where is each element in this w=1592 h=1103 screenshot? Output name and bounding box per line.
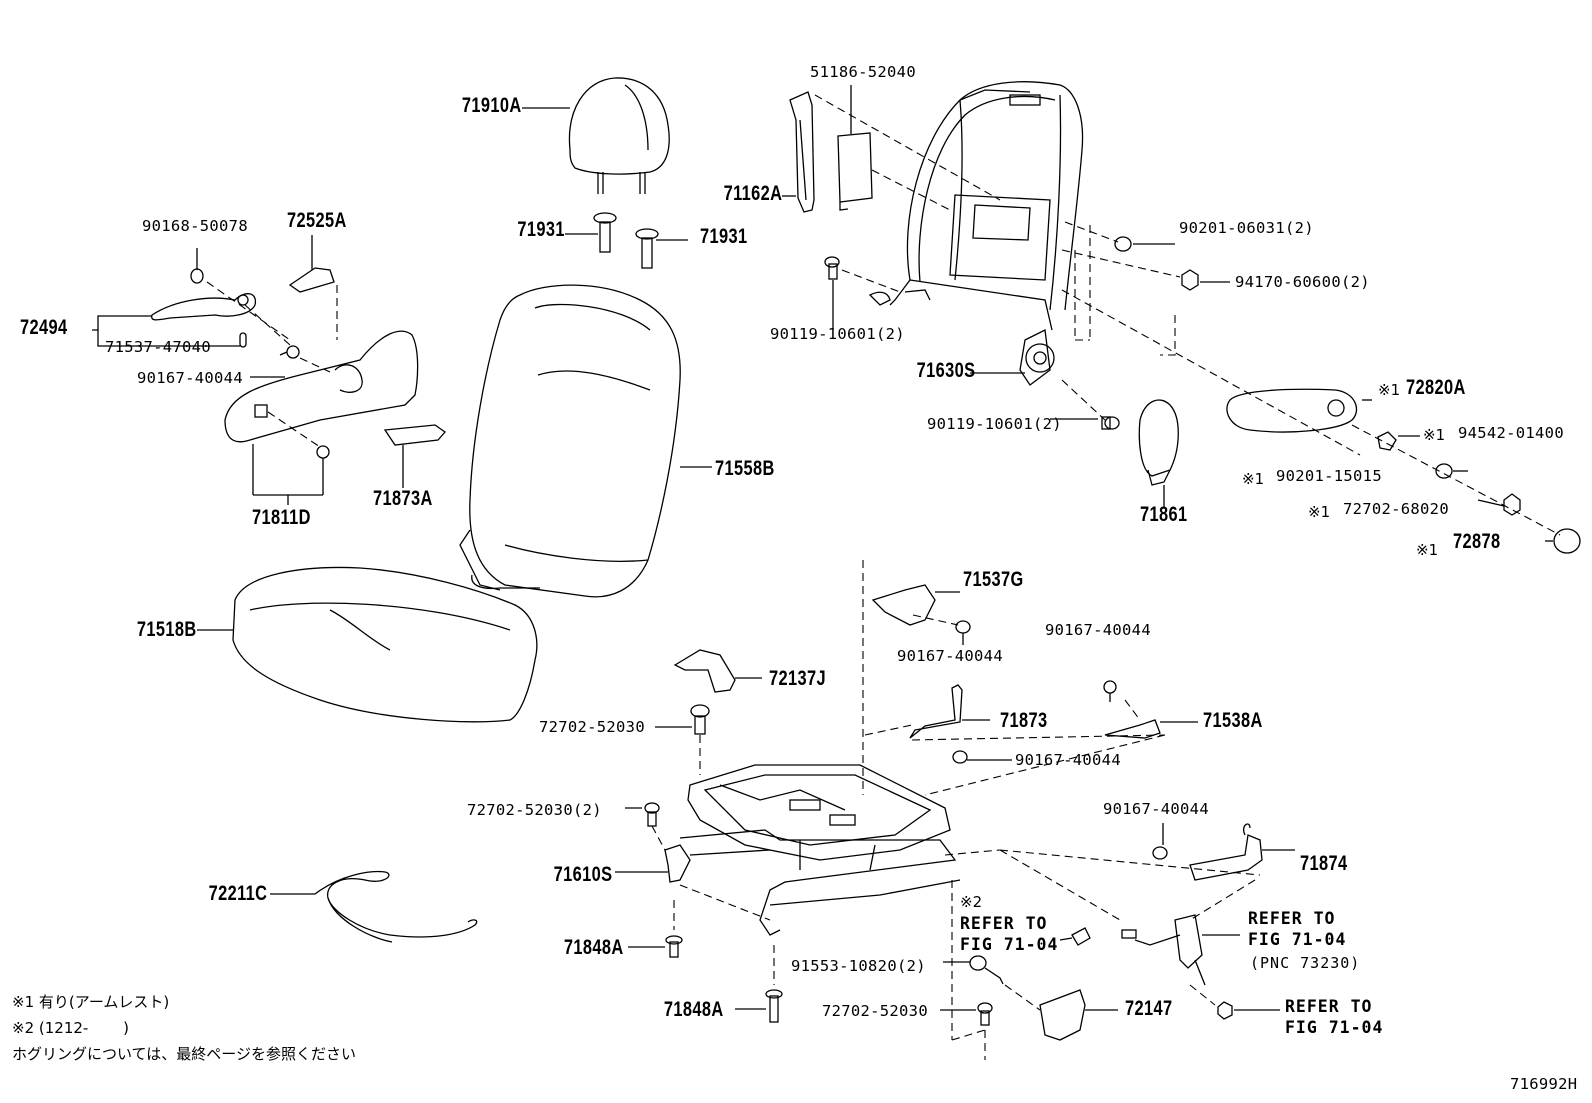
cushion-cover-drawing [197, 566, 538, 723]
footnote-3: ホグリングについては、最終ページを参照ください [12, 1045, 356, 1063]
refer-fig-71-04-belt-pnc: (PNC 73230) [1250, 954, 1361, 972]
label-71537G: 71537G [963, 568, 1024, 591]
label-71848A-upper: 71848A [564, 936, 624, 959]
label-72820A: 72820A [1406, 376, 1466, 399]
label-71861: 71861 [1140, 503, 1188, 526]
label-71931-left: 71931 [517, 218, 565, 241]
label-51186-52040: 51186-52040 [810, 63, 916, 81]
label-71630S: 71630S [916, 359, 975, 382]
label-94170-60600: 94170-60600(2) [1235, 273, 1370, 291]
refer-fig-71-04-right-line2: FIG 71-04 [1285, 1018, 1384, 1037]
label-71910A: 71910A [462, 94, 522, 117]
armrest-drawing [1226, 388, 1581, 554]
airbag-drawing [782, 85, 1001, 213]
headrest-guides-drawing [565, 212, 688, 269]
label-90167-40044-71874: 90167-40044 [1103, 800, 1209, 818]
recliner-knob-drawing [1138, 399, 1179, 508]
label-72137J: 72137J [769, 667, 827, 690]
refer-fig-71-04-left-line1: REFER TO [960, 914, 1048, 933]
refer-fig-71-04-belt-line2: FIG 71-04 [1248, 930, 1347, 949]
label-72702-52030-2: 72702-52030(2) [467, 801, 602, 819]
label-72702-52030-upper: 72702-52030 [539, 718, 645, 736]
label-72702-52030-lower: 72702-52030 [822, 1002, 928, 1020]
label-71537-47040: 71537-47040 [105, 338, 211, 356]
mark-1-72702: ※1 [1308, 503, 1331, 521]
label-72702-68020: 72702-68020 [1343, 500, 1449, 518]
label-71848A-lower: 71848A [664, 998, 724, 1021]
label-72525A: 72525A [287, 209, 347, 232]
refer-fig-71-04-left-line2: FIG 71-04 [960, 935, 1059, 954]
side-shield-drawing [92, 235, 446, 505]
headrest-drawing [522, 77, 670, 194]
label-90201-15015: 90201-15015 [1276, 467, 1382, 485]
label-91553-10820: 91553-10820(2) [791, 957, 926, 975]
label-71874: 71874 [1300, 852, 1348, 875]
label-71610S: 71610S [553, 863, 612, 886]
label-72494: 72494 [20, 316, 68, 339]
label-90167-40044-upper-right: 90167-40044 [1045, 621, 1151, 639]
label-90119-10601-lower: 90119-10601(2) [927, 415, 1062, 433]
label-72211C: 72211C [208, 882, 267, 905]
label-90168-50078: 90168-50078 [142, 217, 248, 235]
label-72878: 72878 [1453, 530, 1501, 553]
label-71931-right: 71931 [700, 225, 748, 248]
label-90119-10601-upper: 90119-10601(2) [770, 325, 905, 343]
back-fasteners-drawing [824, 221, 1361, 456]
wire-72211C-drawing [270, 870, 478, 943]
mark-1-72878: ※1 [1416, 541, 1439, 559]
label-71538A: 71538A [1203, 709, 1263, 732]
mark-1-94542: ※1 [1423, 426, 1446, 444]
seatback-cover-drawing [459, 284, 712, 598]
label-90167-40044-left: 90167-40044 [137, 369, 243, 387]
label-72147: 72147 [1125, 997, 1173, 1020]
label-71518B: 71518B [137, 618, 197, 641]
label-94542-01400: 94542-01400 [1458, 424, 1564, 442]
mark-1-72820A: ※1 [1378, 381, 1401, 399]
label-90167-40044-71537G: 90167-40044 [897, 647, 1003, 665]
lower-brackets-drawing [655, 560, 1295, 921]
label-71873: 71873 [1000, 709, 1048, 732]
refer-fig-71-04-belt-line1: REFER TO [1248, 909, 1336, 928]
label-71811D: 71811D [252, 506, 311, 529]
refer-fig-71-04-right-line1: REFER TO [1285, 997, 1373, 1016]
footnote-2: ※2 (1212- ) [12, 1019, 129, 1037]
label-71558B: 71558B [715, 457, 775, 480]
label-90167-40044-71873: 90167-40044 [1015, 751, 1121, 769]
mark-2: ※2 [960, 893, 983, 911]
seatback-frame-drawing [868, 81, 1084, 386]
label-71162A: 71162A [723, 182, 782, 205]
seat-adjuster-drawing [615, 764, 1001, 1023]
footnote-1: ※1 有り(アームレスト) [12, 993, 170, 1011]
figure-id: 716992H [1510, 1075, 1578, 1093]
label-90201-06031: 90201-06031(2) [1179, 219, 1314, 237]
label-71873A: 71873A [373, 487, 433, 510]
mark-1-90201: ※1 [1242, 470, 1265, 488]
lower-hardware-drawing [940, 880, 1280, 1060]
